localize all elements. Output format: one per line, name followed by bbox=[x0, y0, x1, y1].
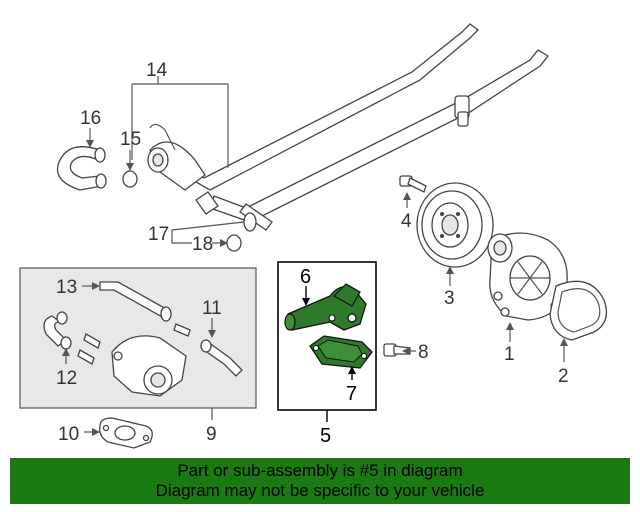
bolt-part-4 bbox=[399, 175, 427, 193]
gasket-part-10 bbox=[99, 417, 153, 449]
gasket-part-2 bbox=[549, 280, 608, 341]
callout-11: 11 bbox=[202, 298, 222, 319]
hose-part-16 bbox=[56, 146, 107, 191]
callout-2: 2 bbox=[558, 366, 569, 387]
callout-5: 5 bbox=[320, 425, 331, 447]
coolant-pipes bbox=[174, 23, 549, 232]
cover-part-7 bbox=[309, 335, 373, 369]
callout-3: 3 bbox=[444, 288, 455, 309]
callout-13: 13 bbox=[56, 277, 77, 298]
callout-17: 17 bbox=[148, 224, 169, 245]
o-ring-part-15 bbox=[122, 170, 138, 188]
housing-part-6 bbox=[284, 283, 367, 331]
small-fittings bbox=[77, 323, 191, 365]
hose-part-12 bbox=[43, 311, 72, 350]
callout-4: 4 bbox=[401, 211, 412, 232]
callout-16: 16 bbox=[80, 108, 101, 129]
callout-15: 15 bbox=[120, 129, 141, 150]
callout-6: 6 bbox=[300, 266, 311, 288]
callout-10: 10 bbox=[58, 424, 79, 445]
banner-line-2: Diagram may not be specific to your vehi… bbox=[155, 481, 485, 500]
callout-1: 1 bbox=[504, 344, 515, 365]
callout-8: 8 bbox=[418, 342, 429, 363]
pipe-housing bbox=[147, 123, 206, 191]
banner-line-1: Part or sub-assembly is #5 in diagram bbox=[177, 461, 463, 480]
callout-18: 18 bbox=[192, 234, 213, 255]
callout-7: 7 bbox=[346, 383, 357, 405]
pulley-part-3 bbox=[416, 182, 494, 268]
hose-part-11 bbox=[200, 339, 243, 377]
housing-in-box bbox=[111, 335, 187, 397]
parts-diagram: 14 16 15 17 18 4 3 1 2 13 11 12 10 9 8 6… bbox=[19, 23, 608, 449]
callout-12: 12 bbox=[56, 368, 77, 389]
callout-9: 9 bbox=[206, 424, 217, 445]
callout-14: 14 bbox=[146, 60, 168, 81]
info-banner: Part or sub-assembly is #5 in diagram Di… bbox=[10, 458, 630, 504]
o-ring-part-18 bbox=[226, 234, 242, 252]
pipe-part-13 bbox=[99, 281, 172, 322]
